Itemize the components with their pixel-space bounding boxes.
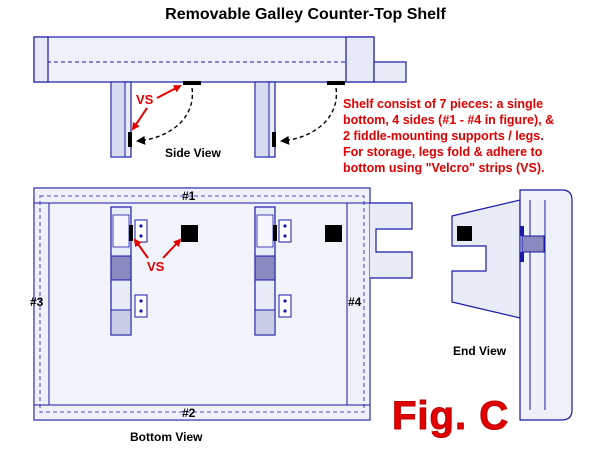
bracket-1-bottom-screw-b bbox=[139, 309, 143, 313]
description-line-2: bottom, 4 sides (#1 - #4 in figure), & bbox=[343, 113, 555, 127]
folded-leg-2-inner bbox=[256, 214, 274, 248]
side-3-label: #3 bbox=[30, 295, 44, 309]
side-4-label: #4 bbox=[348, 295, 362, 309]
bracket-2-bottom-screw-b bbox=[283, 309, 287, 313]
side-view-label: Side View bbox=[165, 146, 221, 160]
folded-leg-1-hinge bbox=[110, 255, 132, 281]
bracket-2-top-screw-a bbox=[283, 224, 287, 228]
bracket-1-bottom bbox=[134, 294, 148, 318]
description-line-5: bottom using "Velcro" strips (VS). bbox=[343, 161, 545, 175]
end-view-label: End View bbox=[453, 344, 507, 358]
fold-arrow-2 bbox=[280, 87, 338, 145]
diagram-title: Removable Galley Counter-Top Shelf bbox=[165, 6, 446, 23]
side-view-shelf-body bbox=[33, 36, 375, 83]
velcro-strip-shelf-1 bbox=[183, 81, 201, 85]
bottom-view-label: Bottom View bbox=[130, 430, 203, 444]
side-2-panel bbox=[33, 404, 371, 421]
velcro-strip-bottom-1 bbox=[129, 225, 133, 241]
vs-arrow-to-shelf bbox=[156, 85, 182, 99]
bracket-1-top bbox=[134, 219, 148, 243]
side-1-panel bbox=[33, 187, 371, 204]
velcro-patch-bottom-1 bbox=[181, 225, 198, 242]
velcro-strip-leg-1 bbox=[128, 132, 132, 147]
folded-leg-1-lower bbox=[110, 309, 132, 336]
description-line-4: For storage, legs fold & adhere to bbox=[343, 145, 543, 159]
vs-arrow-to-patch bbox=[162, 238, 182, 259]
folded-leg-2-lower bbox=[254, 309, 276, 336]
end-view bbox=[451, 189, 573, 421]
velcro-strip-bottom-2 bbox=[273, 225, 277, 241]
vs-arrow-to-strip bbox=[133, 238, 149, 259]
bracket-1-bottom-screw-a bbox=[139, 299, 143, 303]
vs-label-side: VS bbox=[136, 92, 154, 107]
fold-arrow-1 bbox=[136, 87, 194, 145]
side-view-end-wall-right bbox=[345, 36, 375, 83]
side-view-fiddle-extension bbox=[373, 61, 407, 83]
side-view-leg-2-upright bbox=[254, 81, 270, 158]
end-view-leg bbox=[451, 199, 521, 319]
end-view-shelf-profile bbox=[519, 189, 573, 421]
description-note: Shelf consist of 7 pieces: a single bott… bbox=[343, 96, 608, 176]
bracket-1-top-screw-a bbox=[139, 224, 143, 228]
side-view-end-wall-left bbox=[33, 36, 49, 83]
vs-label-bottom: VS bbox=[147, 259, 165, 274]
bracket-2-top bbox=[278, 219, 292, 243]
bracket-1-top-screw-b bbox=[139, 234, 143, 238]
description-line-1: Shelf consist of 7 pieces: a single bbox=[343, 97, 544, 111]
velcro-strip-leg-2 bbox=[272, 132, 276, 147]
bracket-2-top-screw-b bbox=[283, 234, 287, 238]
velcro-strip-shelf-2 bbox=[327, 81, 345, 85]
figure-label: Fig. C bbox=[391, 394, 510, 439]
bottom-view bbox=[33, 187, 413, 421]
bracket-2-bottom-screw-a bbox=[283, 299, 287, 303]
folded-leg-1-inner bbox=[112, 214, 130, 248]
velcro-patch-bottom-2 bbox=[325, 225, 342, 242]
bottom-panel bbox=[33, 187, 371, 421]
side-view bbox=[33, 36, 407, 158]
vs-arrow-to-leg bbox=[131, 107, 148, 131]
side-2-label: #2 bbox=[182, 406, 196, 420]
side-view-leg-1-upright bbox=[110, 81, 126, 158]
side-3-panel bbox=[33, 202, 50, 406]
bracket-2-bottom bbox=[278, 294, 292, 318]
dashed-inner-outline bbox=[39, 195, 365, 413]
folded-leg-2-hinge bbox=[254, 255, 276, 281]
end-view-hinge bbox=[521, 235, 545, 253]
bottom-view-fiddle-tab bbox=[370, 202, 413, 279]
end-view-velcro bbox=[457, 226, 472, 241]
description-line-3: 2 fiddle-mounting supports / legs. bbox=[343, 129, 544, 143]
end-view-bracket-bottom bbox=[520, 252, 524, 262]
end-view-bracket-top bbox=[520, 226, 524, 236]
side-1-label: #1 bbox=[182, 189, 196, 203]
